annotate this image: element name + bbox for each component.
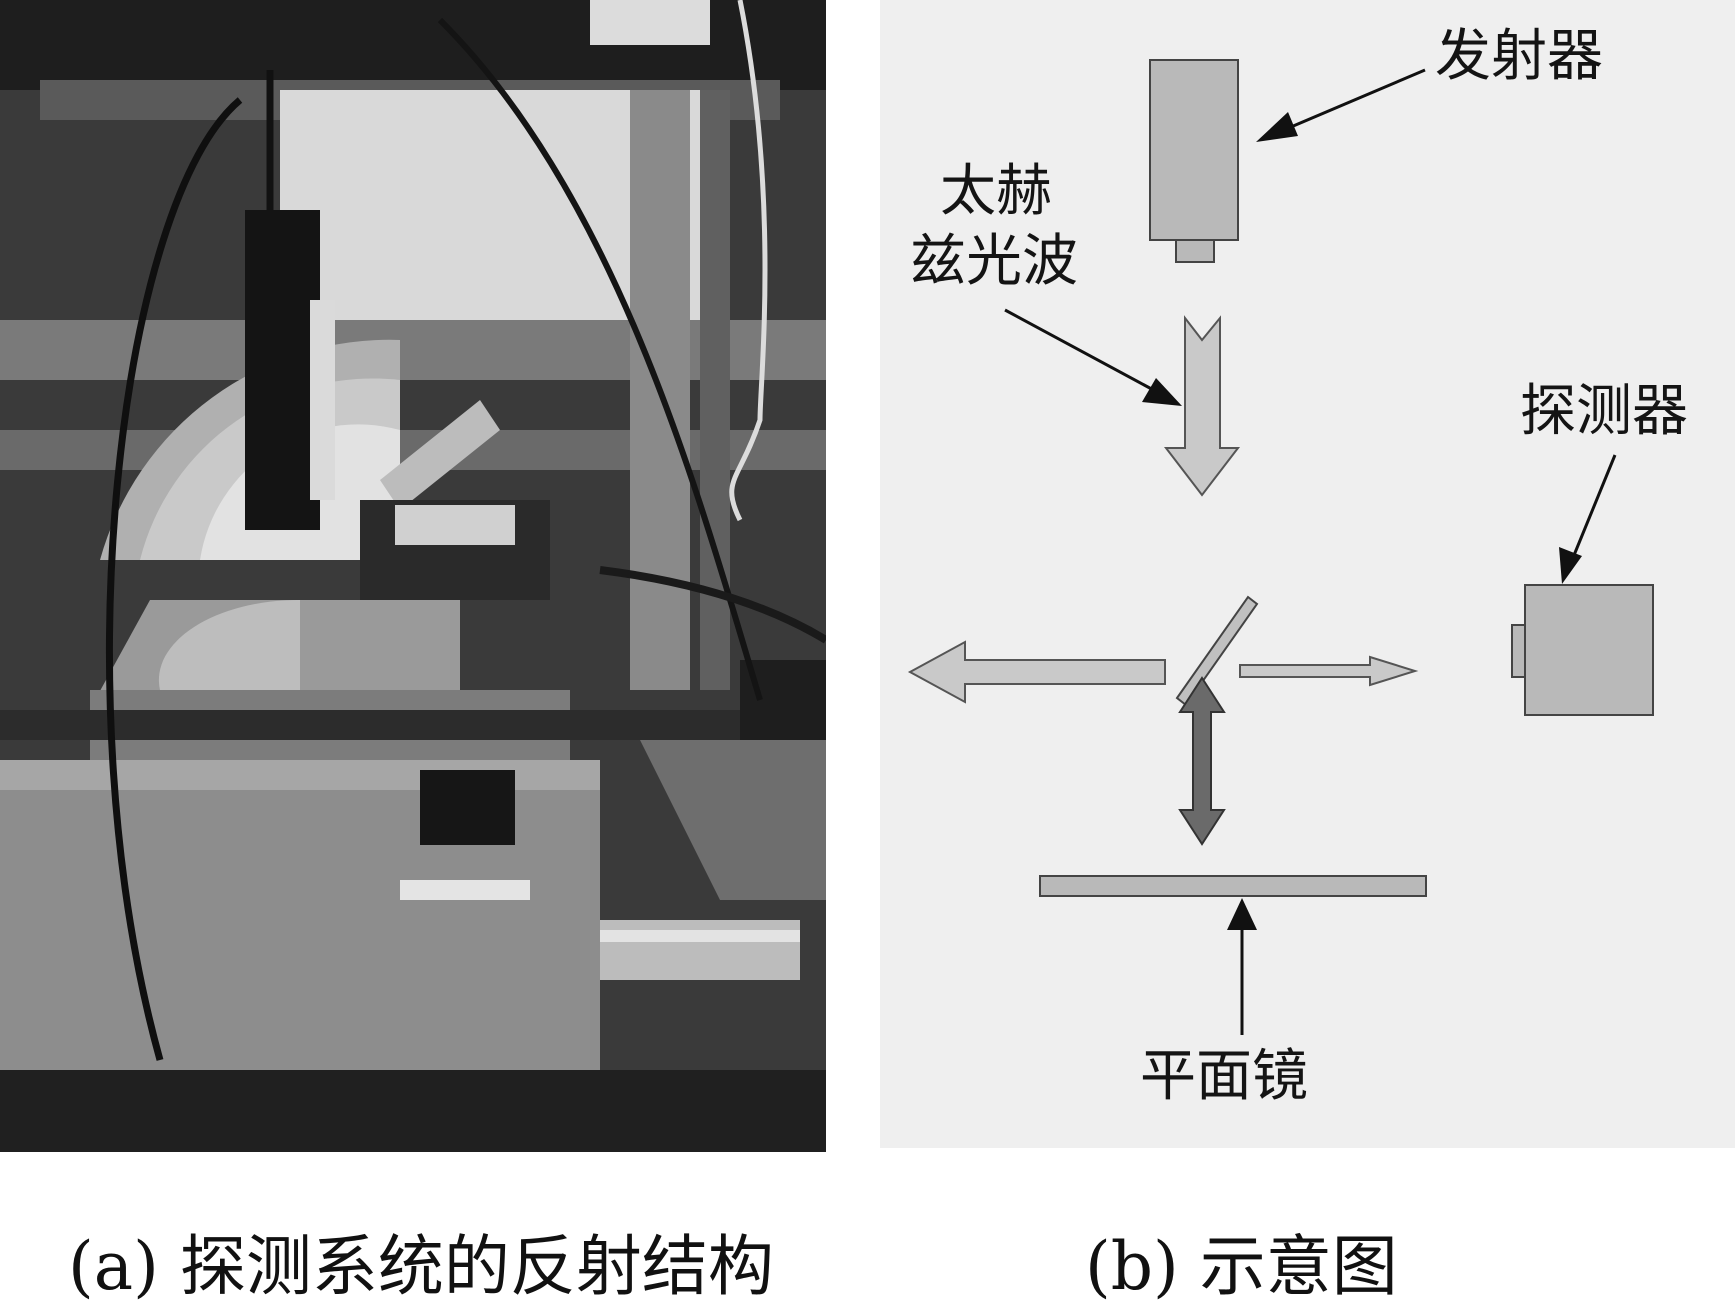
- mirror-label: 平面镜: [1140, 1044, 1308, 1109]
- thz-wave-pointer-arrow: [1004, 308, 1182, 406]
- detector-pointer-arrow: [1559, 454, 1617, 584]
- mirror-double-arrow: [1178, 676, 1226, 846]
- photo-reflection-structure: [0, 0, 826, 1152]
- detector: [1511, 584, 1654, 716]
- plane-mirror: [1039, 875, 1427, 897]
- emitter: [1149, 59, 1239, 263]
- emitter-label: 发射器: [1435, 24, 1603, 89]
- caption-b: (b) 示意图: [1085, 1228, 1398, 1305]
- incident-beam-arrow: [1163, 315, 1241, 497]
- beam-splitter: [1175, 595, 1259, 707]
- mirror-pointer-arrow: [1227, 898, 1257, 1035]
- detector-label: 探测器: [1520, 379, 1688, 444]
- caption-a: (a) 探测系统的反射结构: [68, 1228, 774, 1305]
- emitter-pointer-arrow: [1256, 68, 1426, 142]
- left-beam-arrow: [907, 640, 1166, 704]
- reflection-schematic: 发射器 太赫 兹光波 平面镜 探测器: [880, 0, 1735, 1148]
- thz-wave-label-line1: 太赫: [940, 159, 1052, 224]
- right-beam-arrow: [1239, 655, 1419, 687]
- schematic-background: [880, 0, 1735, 1148]
- thz-wave-label-line2: 兹光波: [910, 229, 1078, 294]
